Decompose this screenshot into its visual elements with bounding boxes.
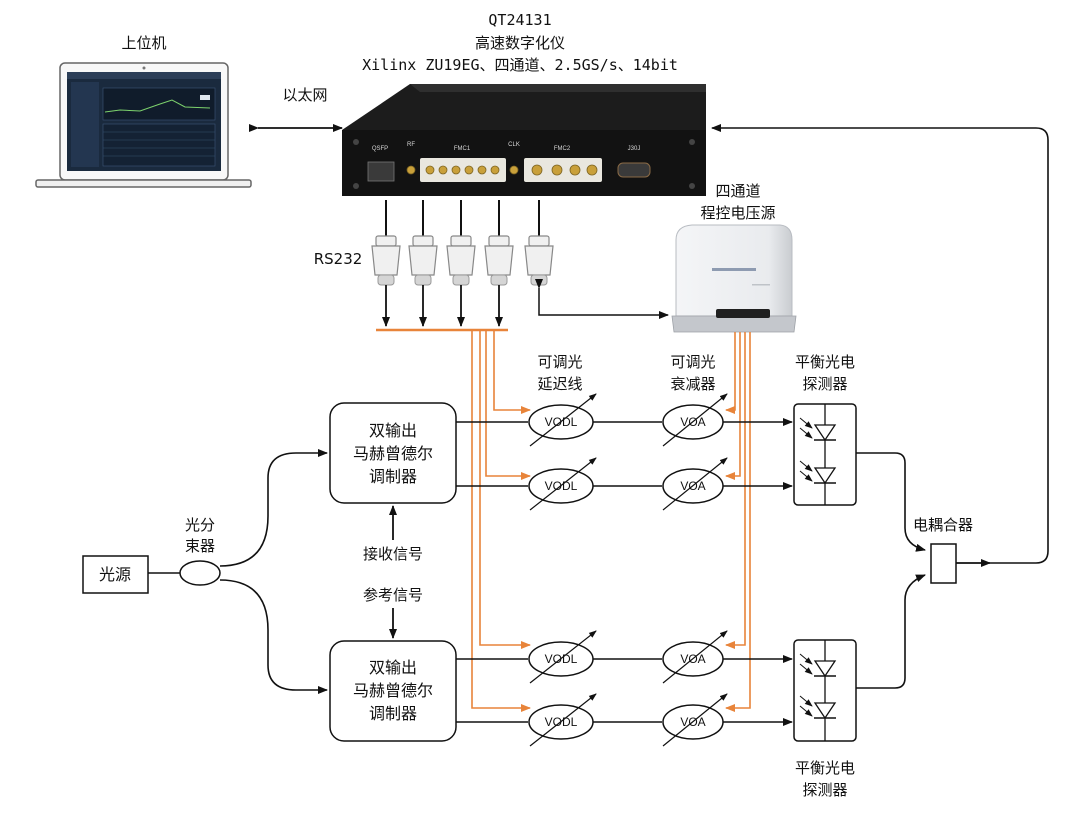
modulator-bottom	[329, 640, 457, 742]
bpd-top-caption-2: 探测器	[802, 375, 847, 393]
coupler	[930, 543, 957, 584]
modulator-top-line3: 调制器	[369, 467, 417, 486]
vodl-row-4: VODL	[528, 693, 597, 747]
voa-caption-2: 衰减器	[670, 375, 715, 393]
j30j-port	[617, 162, 651, 178]
bpd-top	[793, 403, 857, 506]
voa-3-label: VOA	[680, 652, 705, 666]
rs232-connectors	[371, 200, 554, 286]
splitter-label-2: 束器	[185, 537, 215, 555]
bpd-bottom-caption-1: 平衡光电	[795, 759, 855, 777]
port-label-fmc2: FMC2	[554, 146, 571, 152]
bpd-bottom	[793, 639, 857, 742]
fmc1-panel	[420, 158, 506, 182]
power-supply-label-1: 四通道	[715, 182, 760, 200]
voa-2-label: VOA	[680, 479, 705, 493]
host-computer-label: 上位机	[121, 34, 166, 52]
vodl-caption-1: 可调光	[537, 353, 582, 371]
rs232-label: RS232	[314, 250, 363, 268]
modulator-top-line2: 马赫曾德尔	[353, 444, 433, 463]
rs232-to-power-supply	[535, 279, 669, 319]
digitizer-name: 高速数字化仪	[475, 34, 565, 52]
modulator-top	[329, 402, 457, 504]
light-source	[82, 555, 149, 594]
port-label-j30j: J30J	[628, 146, 641, 152]
control-lines	[376, 328, 751, 712]
receive-signal-label: 接收信号	[363, 545, 423, 563]
voa-row-3: VOA	[662, 630, 728, 684]
modulator-bottom-line2: 马赫曾德尔	[353, 681, 433, 700]
bpd-bottom-caption-2: 探测器	[802, 781, 847, 799]
splitter	[179, 560, 221, 586]
vodl-1-label: VODL	[545, 415, 578, 429]
voa-caption-1: 可调光	[670, 353, 715, 371]
digitizer-spec: Xilinx ZU19EG、四通道、2.5GS/s、14bit	[362, 56, 678, 74]
vodl-2-label: VODL	[545, 479, 578, 493]
light-source-label: 光源	[99, 565, 131, 584]
voa-row-2: VOA	[662, 457, 728, 511]
port-label-fmc1: FMC1	[454, 146, 471, 152]
voa-row-4: VOA	[662, 693, 728, 747]
reference-signal-label: 参考信号	[363, 586, 423, 604]
modulator-bottom-line3: 调制器	[369, 704, 417, 723]
bpd-top-caption-1: 平衡光电	[795, 353, 855, 371]
voa-1-label: VOA	[680, 415, 705, 429]
optical-lines	[148, 124, 1049, 726]
vodl-row-3: VODL	[528, 630, 597, 684]
host-computer	[35, 62, 252, 188]
fmc2-panel	[524, 158, 602, 182]
vodl-row-2: VODL	[528, 457, 597, 511]
vodl-3-label: VODL	[545, 652, 578, 666]
voa-row-1: VOA	[662, 393, 728, 447]
port-label-clk: CLK	[508, 142, 520, 148]
port-label-rf: RF	[407, 142, 415, 148]
modulator-bottom-line1: 双输出	[369, 658, 417, 677]
qsfp-port	[367, 161, 395, 182]
power-supply-device	[671, 224, 797, 333]
vodl-4-label: VODL	[545, 715, 578, 729]
coupler-label: 电耦合器	[913, 516, 973, 534]
vodl-caption-2: 延迟线	[537, 375, 582, 393]
digitizer-device: QSFP RF FMC1 CLK FMC2 J30J	[342, 84, 706, 196]
power-supply-label-2: 程控电压源	[700, 204, 775, 222]
digitizer-model: QT24131	[488, 11, 551, 29]
vodl-row-1: VODL	[528, 393, 597, 447]
ethernet-label: 以太网	[282, 86, 327, 104]
splitter-label-1: 光分	[185, 516, 215, 534]
voa-4-label: VOA	[680, 715, 705, 729]
port-label-qsfp: QSFP	[372, 146, 388, 152]
modulator-top-line1: 双输出	[369, 421, 417, 440]
